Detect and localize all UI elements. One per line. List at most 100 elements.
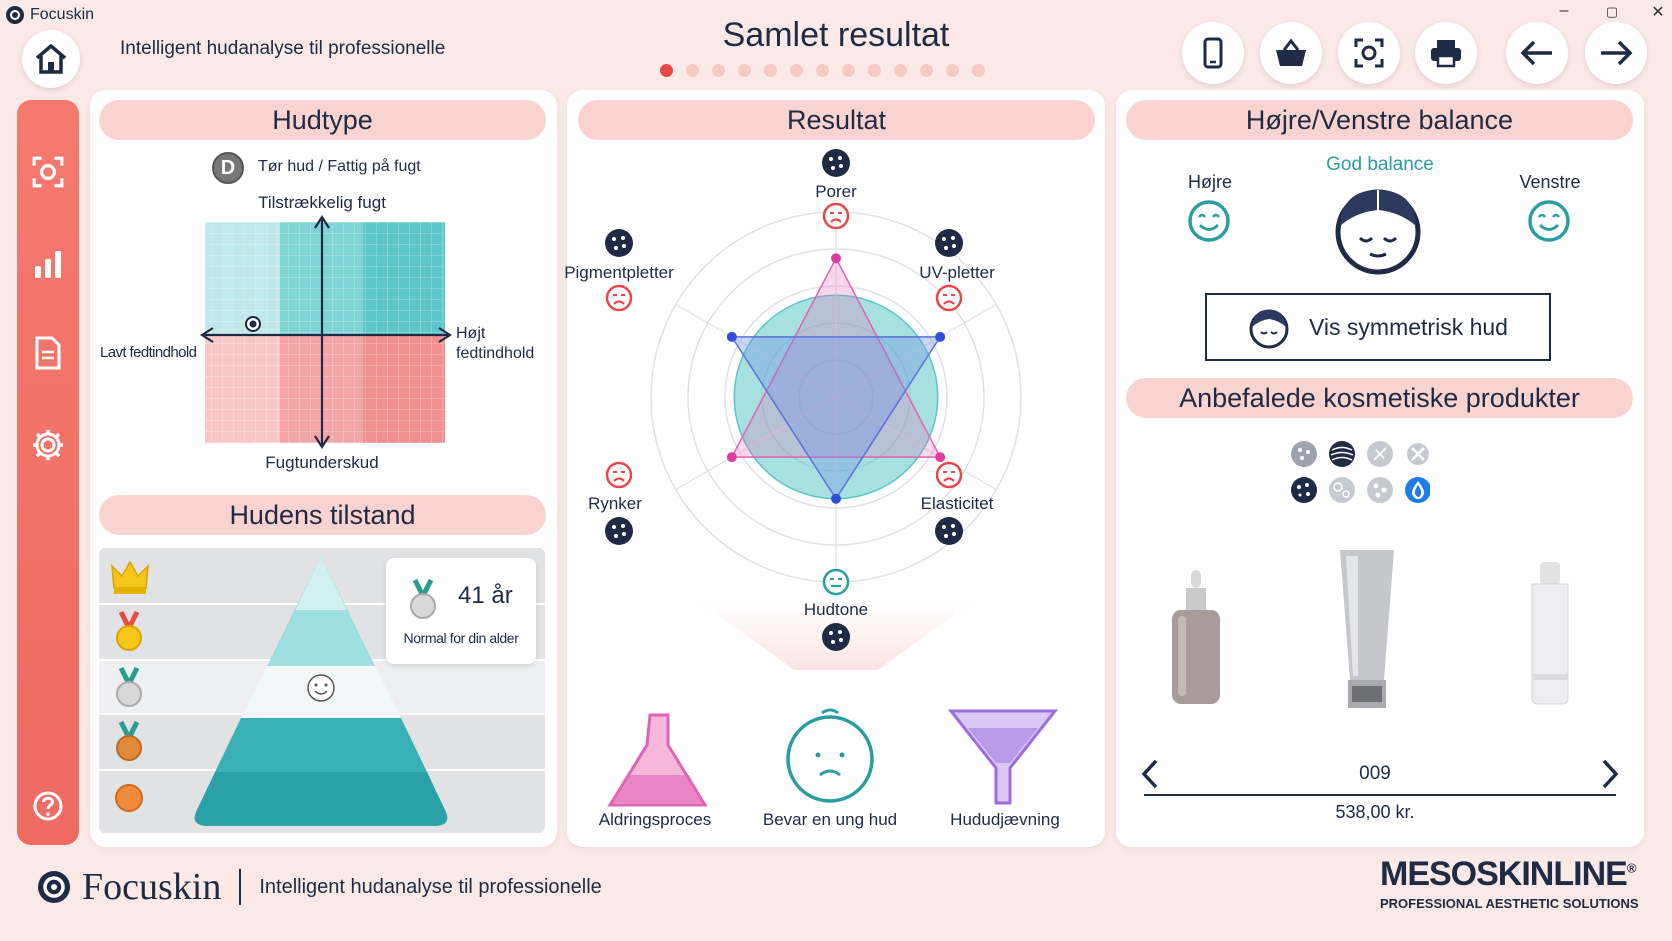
pigment-filter-icon (1329, 477, 1355, 503)
minimize-button[interactable]: – (1559, 2, 1569, 19)
page-indicator[interactable] (660, 64, 985, 77)
radar-label: Elasticitet (920, 494, 994, 513)
radar-point (726, 452, 737, 463)
maximize-button[interactable]: ▢ (1605, 4, 1619, 19)
forward-button[interactable] (1585, 22, 1647, 84)
left-side-smile-icon (1528, 200, 1570, 242)
help-icon (33, 791, 63, 821)
basket-button[interactable] (1260, 22, 1322, 84)
arrow-right-icon (1601, 40, 1633, 66)
footer-brand: Focuskin (82, 866, 222, 908)
page-dot[interactable] (842, 64, 855, 77)
page-dot[interactable] (946, 64, 959, 77)
back-button[interactable] (1506, 22, 1568, 84)
scan-icon (32, 156, 64, 188)
sad-face-icon (605, 461, 633, 489)
close-filter-icon (1407, 443, 1429, 465)
sidebar-item-settings[interactable] (28, 425, 68, 465)
bottom-item-aging[interactable]: Aldringsproces (598, 810, 712, 829)
uv-spots-icon (935, 229, 963, 257)
page-dot[interactable] (764, 64, 777, 77)
page-dot[interactable] (894, 64, 907, 77)
age-value: 41 år (458, 582, 513, 609)
product-code: 009 (1359, 763, 1391, 784)
previous-product-button[interactable] (1140, 758, 1160, 790)
sad-face-icon (605, 284, 633, 312)
home-button[interactable] (22, 30, 80, 88)
tone-filter-icon (1367, 477, 1393, 503)
aging-flask-icon (607, 713, 708, 807)
page-dot[interactable] (868, 64, 881, 77)
product-divider (1144, 794, 1616, 796)
window-title-text: Focuskin (30, 6, 95, 23)
radar-chart (605, 149, 1022, 670)
page-dot[interactable] (686, 64, 699, 77)
sidebar-item-statistics[interactable] (28, 244, 68, 284)
age-note: Normal for din alder (403, 630, 519, 646)
page-dot[interactable] (920, 64, 933, 77)
page-dot[interactable] (972, 64, 985, 77)
axis-right-label-2: fedtindhold (456, 345, 535, 362)
radar-point (831, 493, 841, 504)
axis-top-label: Tilstrækkelig fugt (258, 193, 386, 212)
next-product-button[interactable] (1600, 758, 1620, 790)
sidebar-item-help[interactable] (28, 786, 68, 826)
balance-left-label: Venstre (1519, 172, 1581, 192)
print-button[interactable] (1415, 22, 1477, 84)
serum-bottle-image (1172, 570, 1220, 704)
elasticity-icon (935, 517, 963, 545)
silver-medal-icon (410, 578, 436, 619)
page-dot[interactable] (738, 64, 751, 77)
radar-label: Pigmentpletter (564, 263, 674, 282)
close-button[interactable]: ✕ (1651, 4, 1665, 21)
scan-icon (1354, 38, 1384, 68)
age-card: 41 år Normal for din alder (386, 558, 536, 664)
home-icon (35, 44, 67, 74)
page-dot[interactable] (816, 64, 829, 77)
product-filter-icons (1290, 440, 1431, 506)
header-tagline: Intelligent hudanalyse til professionell… (120, 38, 446, 59)
show-symmetric-skin-button[interactable]: Vis symmetrisk hud (1205, 293, 1551, 361)
radar-label: Rynker (588, 494, 642, 513)
print-icon (1431, 40, 1461, 68)
sidebar-item-report[interactable] (28, 333, 68, 373)
partner-logo: MESOSKINLINE® PROFESSIONAL AESTHETIC SOL… (1380, 855, 1639, 911)
balance-right-label: Højre (1188, 172, 1232, 192)
elasticity-filter-icon (1367, 441, 1393, 467)
page-dot[interactable] (790, 64, 803, 77)
sidebar (17, 100, 79, 845)
bottom-item-young-skin[interactable]: Bevar en ung hud (762, 810, 898, 829)
page-dot[interactable] (660, 64, 673, 77)
tube-product-image (1340, 550, 1394, 708)
radar-point (935, 452, 946, 463)
page-dot[interactable] (712, 64, 725, 77)
liquid-bottle-image (1531, 562, 1569, 705)
radar-label: Hudtone (803, 600, 869, 619)
balance-face-icon (1335, 189, 1421, 275)
sad-face-icon (935, 284, 963, 312)
skin-type-title: Hudtype (99, 100, 546, 140)
products-title: Anbefalede kosmetiske produkter (1126, 378, 1633, 418)
axis-left-label: Lavt fedtindhold (100, 344, 197, 361)
footer-separator (239, 869, 242, 905)
sidebar-item-scan[interactable] (28, 152, 68, 192)
gold-medal-icon (116, 610, 142, 651)
bottom-item-smoothing[interactable]: Hududjævning (950, 810, 1060, 829)
skin-smoothing-funnel-icon (948, 709, 1058, 805)
skin-type-quadrant-chart (200, 214, 452, 450)
scan-button[interactable] (1338, 22, 1400, 84)
sad-face-icon (822, 202, 850, 230)
phone-button[interactable] (1182, 22, 1244, 84)
show-symmetric-skin-label: Vis symmetrisk hud (1309, 313, 1508, 340)
phone-icon (1203, 37, 1223, 69)
partner-name: MESOSKINLINE (1380, 855, 1628, 893)
uv-spots-filter-icon (1291, 477, 1317, 503)
crown-icon (111, 560, 149, 594)
radar-spoke (675, 396, 837, 490)
copper-medal-icon (115, 784, 143, 812)
partner-registered-mark: ® (1626, 860, 1637, 876)
focuskin-logo-icon (38, 871, 70, 903)
result-title: Resultat (578, 100, 1095, 140)
gear-icon (33, 430, 63, 460)
pores-icon (822, 149, 850, 177)
